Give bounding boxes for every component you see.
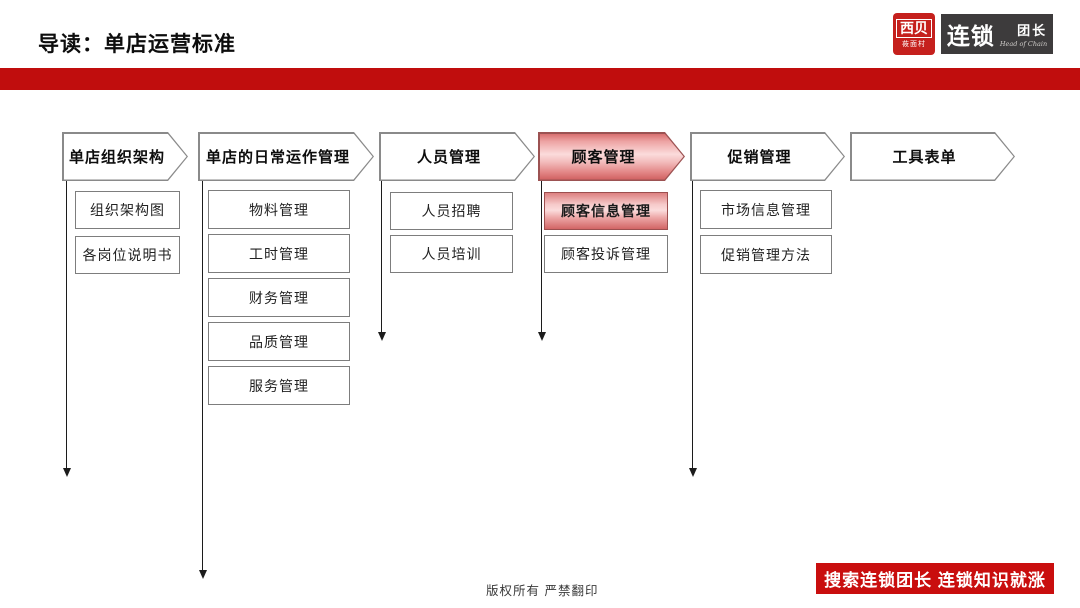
item-box-customer-info-management: 顾客信息管理 [544,192,668,230]
down-arrow-col5 [688,181,697,477]
item-box-promotion-methods: 促销管理方法 [700,235,832,274]
item-box-finance-management: 财务管理 [208,278,350,317]
item-box-working-hours-management: 工时管理 [208,234,350,273]
down-arrow-col3 [377,181,386,341]
chevron-header-promotion-management: 促销管理 [690,132,845,181]
chevron-label: 单店的日常运作管理 [205,149,350,166]
xibei-logo-text: 西贝 [896,19,932,38]
chevron-label: 顾客管理 [571,149,636,166]
down-arrow-col4 [537,181,546,341]
chevron-label: 促销管理 [727,149,792,166]
xibei-logo: 西贝 莜面村 [893,13,935,55]
item-box-job-descriptions: 各岗位说明书 [75,236,180,274]
chevron-header-daily-operation: 单店的日常运作管理 [198,132,374,181]
chevron-header-staff-management: 人员管理 [379,132,535,181]
down-arrow-col2 [198,181,207,579]
chain-logo-caption: Head of Chain [999,40,1048,48]
cta-banner: 搜索连锁团长 连锁知识就涨 [816,563,1054,594]
item-box-customer-complaint-management: 顾客投诉管理 [544,235,668,273]
page-title: 导读：单店运营标准 [38,33,236,56]
item-box-staff-training: 人员培训 [390,235,513,273]
chain-leader-logo: 连锁 团长 Head of Chain [941,14,1053,54]
chevron-header-tool-forms: 工具表单 [850,132,1015,181]
chain-logo-main-text: 连锁 [946,23,995,49]
down-arrow-col1 [62,181,71,477]
chevron-header-store-structure: 单店组织架构 [62,132,188,181]
item-box-org-chart: 组织架构图 [75,191,180,229]
red-divider-bar [0,68,1080,90]
item-box-staff-recruiting: 人员招聘 [390,192,513,230]
item-box-quality-management: 品质管理 [208,322,350,361]
chevron-header-customer-management: 顾客管理 [538,132,685,181]
chevron-label: 工具表单 [892,149,957,166]
chevron-label: 人员管理 [416,149,481,166]
item-box-service-management: 服务管理 [208,366,350,405]
chevron-label: 单店组织架构 [68,149,165,166]
chain-logo-sub-text: 团长 [1017,23,1048,38]
xibei-logo-subtext: 莜面村 [902,41,926,48]
item-box-market-info-management: 市场信息管理 [700,190,832,229]
copyright-text: 版权所有 严禁翻印 [486,584,599,598]
item-box-material-management: 物料管理 [208,190,350,229]
